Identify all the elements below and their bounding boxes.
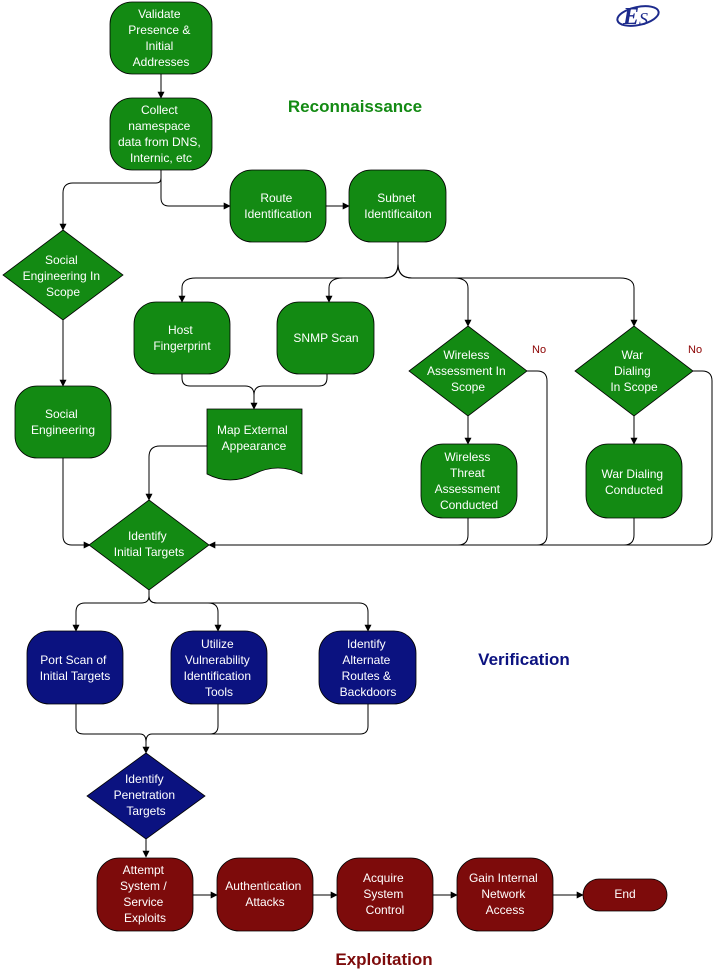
section-title-reconnaissance: Reconnaissance	[288, 97, 422, 116]
decision-identify-initial-targets: Identify Initial Targets	[88, 499, 210, 591]
svg-text:Gain Internal Network: Gain Internal Network Access	[469, 871, 541, 917]
svg-text:War Dialing In Sco: War Dialing In Scope	[610, 348, 658, 394]
node-social-engineering: Social Engineering	[14, 385, 112, 459]
decision-social-engineering-in-scope: Social Engineering In Scope	[2, 229, 124, 321]
decision-war-dialing-in-scope: War Dialing In Scope	[574, 325, 694, 417]
node-snmp-scan: SNMP Scan	[276, 301, 375, 375]
node-attempt-exploits: Attempt System / Service Exploits	[96, 857, 194, 932]
connectors	[59, 73, 713, 899]
node-collect-namespace: Collect namespace data from DNS, Interni…	[109, 97, 213, 171]
section-title-exploitation: Exploitation	[335, 950, 432, 969]
node-gain-internal-access: Gain Internal Network Access	[456, 857, 554, 932]
svg-text:Identify Penetration: Identify Penetration Targets	[114, 772, 179, 818]
svg-text:Identify Alternate: Identify Alternate Routes & Backdoors	[340, 637, 397, 699]
node-war-dialing-conducted: War Dialing Conducted	[585, 443, 683, 519]
svg-text:Identify Initial Targets: Identify Initial Targets	[114, 529, 184, 559]
svg-text:Map External Appearance: Map External Appearance	[217, 423, 291, 453]
svg-text:End: End	[614, 887, 635, 901]
node-authentication-attacks: Authentication Attacks	[216, 857, 314, 932]
svg-text:E: E	[622, 4, 639, 30]
svg-text:Attempt System / S: Attempt System / Service Exploits	[120, 863, 170, 925]
svg-text:Acquire System Con: Acquire System Control	[363, 871, 407, 917]
svg-text:Social Engineering: Social Engineering	[31, 407, 95, 437]
node-subnet-identification: Subnet Identificaiton	[348, 169, 447, 243]
svg-text:Host Fingerprint: Host Fingerprint	[153, 323, 211, 353]
decision-wireless-assessment-in-scope: Wireless Assessment In Scope	[408, 325, 528, 417]
node-validate-presence: Validate Presence & Initial Addresses	[109, 1, 213, 75]
svg-text:Collect namespace: Collect namespace data from DNS, Interni…	[118, 103, 204, 165]
svg-text:Wireless Assessment In: Wireless Assessment In Scope	[427, 348, 509, 394]
node-port-scan: Port Scan of Initial Targets	[26, 630, 124, 705]
svg-text:Authentication Attacks: Authentication Attacks	[225, 879, 304, 909]
edge-label-war-no: No	[688, 344, 702, 356]
document-map-external-appearance: Map External Appearance	[206, 408, 303, 481]
decision-identify-penetration-targets: Identify Penetration Targets	[86, 752, 206, 840]
svg-text:SNMP Scan: SNMP Scan	[293, 331, 358, 345]
edge-label-wireless-no: No	[532, 344, 546, 356]
section-title-verification: Verification	[478, 650, 570, 669]
svg-text:Wireless Threat As: Wireless Threat Assessment Conducted	[435, 450, 504, 512]
svg-text:Social Engineering In: Social Engineering In Scope	[23, 253, 104, 299]
node-vulnerability-tools: Utilize Vulnerability Identification Too…	[170, 630, 268, 705]
node-wireless-threat-assessment: Wireless Threat Assessment Conducted	[420, 443, 518, 519]
node-acquire-system-control: Acquire System Control	[336, 857, 434, 932]
node-route-identification: Route Identification	[229, 169, 327, 243]
svg-text:Port Scan of Initial Tar: Port Scan of Initial Targets	[40, 653, 110, 683]
svg-text:War Dialing Conducted: War Dialing Conducted	[602, 467, 667, 497]
node-alternate-routes: Identify Alternate Routes & Backdoors	[318, 630, 417, 705]
svg-text:Utilize Vulnerability: Utilize Vulnerability Identification Too…	[184, 637, 255, 699]
company-logo-icon: E S	[616, 4, 660, 30]
terminator-end: End	[582, 878, 668, 912]
svg-text:S: S	[639, 9, 648, 29]
svg-text:Route Identification: Route Identification	[244, 191, 311, 221]
svg-text:Subnet Identificaiton: Subnet Identificaiton	[364, 191, 431, 221]
node-host-fingerprint: Host Fingerprint	[133, 301, 231, 375]
svg-text:Validate Presence &: Validate Presence & Initial Addresses	[128, 7, 193, 69]
